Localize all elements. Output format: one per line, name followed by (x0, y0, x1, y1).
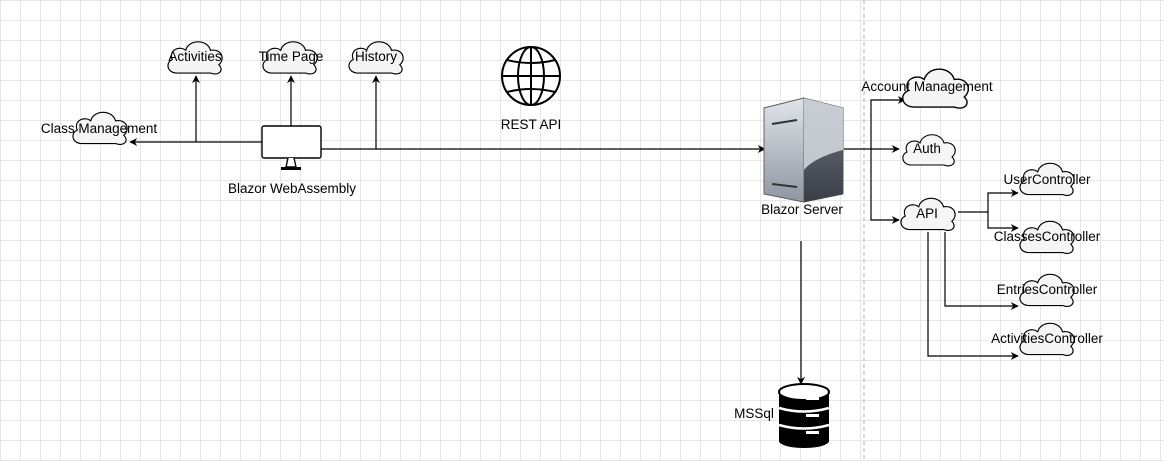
edge-server-to-api (870, 149, 900, 224)
history-node: History (348, 41, 404, 75)
time-page-node: Time Page (259, 41, 324, 75)
edge-api-to-activities-controller (927, 232, 1019, 360)
activities-node: Activities (167, 41, 223, 75)
activities-label: Activities (168, 49, 222, 64)
blazor-webassembly-label: Blazor WebAssembly (228, 181, 356, 196)
classes-controller-node: ClassesController (994, 220, 1101, 255)
class-management-node: Class Management (41, 111, 158, 146)
edge-api-to-classes-controller (987, 212, 1019, 232)
blazor-server-node: Blazor Server (761, 97, 844, 217)
user-controller-node: UserController (1003, 162, 1091, 197)
user-controller-label: UserController (1003, 172, 1091, 187)
auth-node: Auth (902, 134, 956, 167)
account-management-label: Account Management (861, 79, 993, 94)
history-label: History (355, 49, 397, 64)
api-label: API (916, 206, 938, 221)
database-icon (778, 383, 830, 448)
monitor-icon (261, 125, 322, 170)
class-management-label: Class Management (41, 121, 158, 136)
mssql-label: MSSql (734, 406, 774, 421)
connectors (129, 75, 1019, 385)
rest-api-label: REST API (501, 117, 562, 132)
entries-controller-label: EntriesController (997, 282, 1098, 297)
blazor-server-label: Blazor Server (761, 202, 843, 217)
activities-controller-node: ActivitiesController (991, 322, 1103, 357)
server-icon (763, 97, 844, 203)
api-node: API (900, 197, 956, 232)
entries-controller-node: EntriesController (997, 273, 1098, 308)
edge-api-to-entries-controller (944, 232, 1019, 310)
auth-label: Auth (913, 141, 941, 156)
edge-api-to-user-controller (958, 189, 1019, 213)
blazor-webassembly-node: Blazor WebAssembly (228, 125, 356, 196)
time-page-label: Time Page (259, 49, 324, 64)
account-management-node: Account Management (861, 68, 993, 109)
globe-icon (501, 46, 561, 106)
classes-controller-label: ClassesController (994, 229, 1101, 244)
edge-server-to-account-management (844, 96, 906, 150)
activities-controller-label: ActivitiesController (991, 331, 1103, 346)
rest-api-node: REST API (501, 46, 562, 132)
edge-webassembly-to-history (320, 75, 380, 150)
mssql-node: MSSql (734, 383, 830, 448)
